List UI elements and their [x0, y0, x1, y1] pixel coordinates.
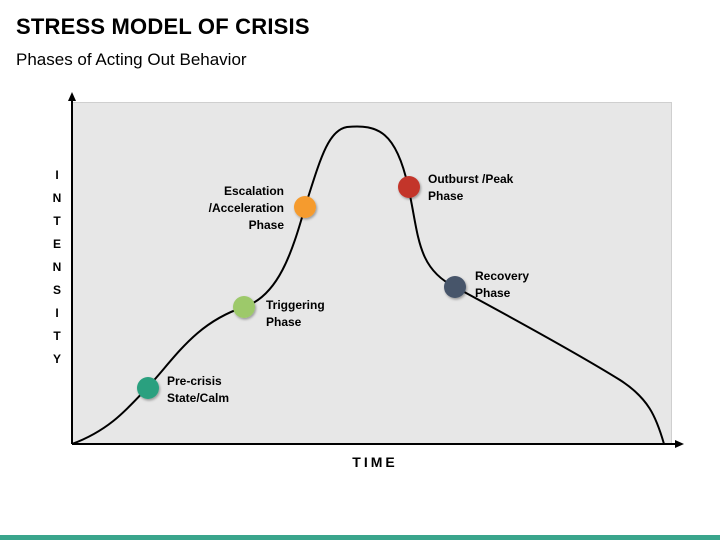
y-axis-letter: N	[52, 260, 62, 274]
plot-area	[72, 102, 672, 444]
phase-label-recovery: Recovery Phase	[475, 269, 530, 300]
page-title: STRESS MODEL OF CRISIS	[16, 14, 310, 39]
phase-dot-triggering	[233, 296, 255, 318]
phase-dot-pre-crisis	[137, 377, 159, 399]
phase-dot-escalation	[294, 196, 316, 218]
x-axis-arrow	[675, 440, 684, 448]
phase-dot-recovery	[444, 276, 466, 298]
page-subtitle: Phases of Acting Out Behavior	[16, 50, 247, 69]
y-axis-letter: E	[52, 237, 61, 251]
phase-label-outburst: Outburst /Peak Phase	[428, 172, 514, 203]
y-axis-label: I N T E N S I T Y	[48, 164, 66, 371]
y-axis-letter: Y	[52, 352, 61, 366]
y-axis-letter: T	[53, 329, 61, 343]
phase-label-pre-crisis: Pre-crisis State/Calm	[167, 374, 230, 405]
phase-dot-outburst	[398, 176, 420, 198]
y-axis-letter: N	[52, 191, 62, 205]
phase-label-triggering: Triggering Phase	[266, 298, 325, 329]
intensity-curve	[71, 125, 665, 445]
y-axis-letter: I	[55, 306, 59, 320]
y-axis-letter: I	[55, 168, 59, 182]
y-axis-arrow	[68, 92, 76, 101]
y-axis-letter: T	[53, 214, 61, 228]
y-axis-letter: S	[52, 283, 61, 297]
footer-accent-bar	[0, 535, 720, 540]
phase-label-escalation: Escalation /Acceleration Phase	[208, 184, 284, 232]
x-axis-label: TIME	[352, 454, 398, 470]
